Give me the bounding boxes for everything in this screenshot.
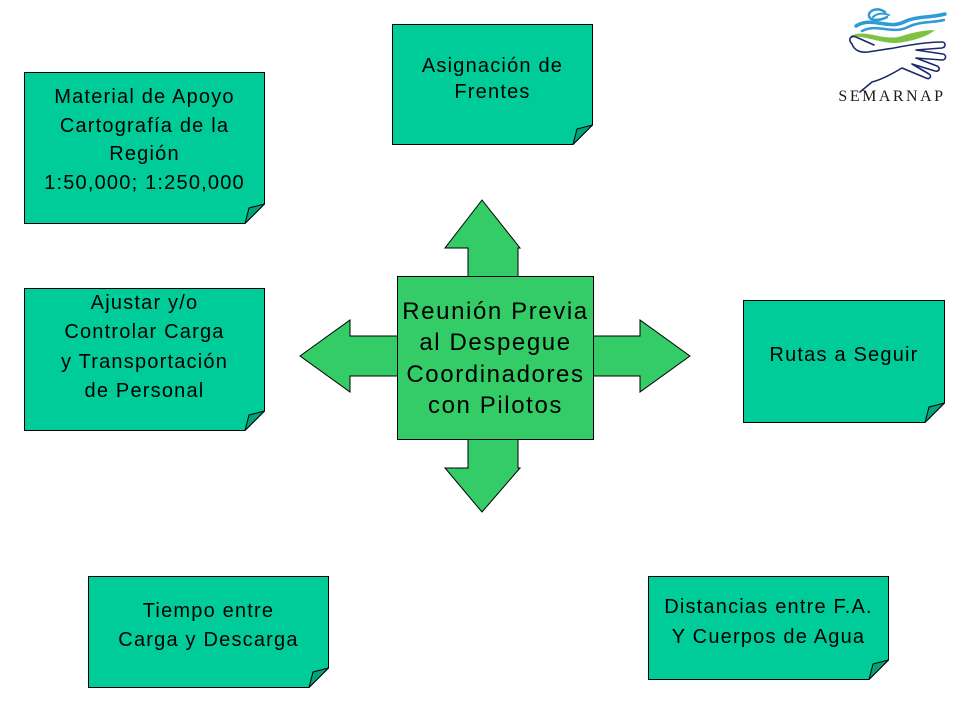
folded-corner bbox=[244, 410, 265, 431]
note-line: Rutas a Seguir bbox=[769, 344, 919, 366]
note-rutas-a-seguir: Rutas a Seguir bbox=[743, 300, 945, 423]
note-line: Cartografía de la bbox=[59, 114, 230, 137]
center-line: con Pilotos bbox=[428, 391, 563, 419]
note-text: Tiempo entre Carga y Descarga bbox=[88, 597, 329, 655]
note-tiempo-carga-descarga: Tiempo entre Carga y Descarga bbox=[88, 576, 329, 688]
note-shape bbox=[88, 576, 329, 688]
up-arrow bbox=[443, 199, 522, 278]
note-line: Carga y Descarga bbox=[118, 629, 299, 651]
note-line: Y Cuerpos de Agua bbox=[671, 626, 866, 648]
note-line: Material de Apoyo bbox=[54, 86, 235, 108]
note-distancias-cuerpos-agua: Distancias entre F.A. Y Cuerpos de Agua bbox=[648, 576, 889, 680]
note-text: Material de Apoyo Cartografía de la Regi… bbox=[24, 83, 265, 197]
note-line: Región bbox=[109, 143, 180, 165]
center-line: Coordinadores bbox=[406, 360, 585, 388]
note-line: Distancias entre F.A. bbox=[664, 596, 873, 618]
note-shape bbox=[24, 288, 265, 431]
folded-corner bbox=[868, 659, 889, 680]
center-box bbox=[397, 276, 594, 440]
note-text: Rutas a Seguir bbox=[743, 341, 945, 369]
note-line: 1:50,000; 1:250,000 bbox=[44, 171, 245, 194]
note-text: Asignación de Frentes bbox=[392, 53, 593, 105]
note-shape bbox=[24, 72, 265, 224]
note-line: y Transportación bbox=[60, 350, 229, 373]
note-material-de-apoyo: Material de Apoyo Cartografía de la Regi… bbox=[24, 72, 265, 224]
note-shape bbox=[392, 24, 593, 145]
semarnap-logo: SEMARNAP bbox=[838, 8, 947, 105]
folded-corner bbox=[572, 124, 593, 145]
note-line: de Personal bbox=[84, 379, 205, 402]
center-line: Reunión Previa bbox=[402, 298, 589, 325]
folded-corner bbox=[924, 402, 945, 423]
note-line: Tiempo entre bbox=[142, 600, 275, 622]
logo-wordmark: SEMARNAP bbox=[838, 88, 945, 105]
note-line: Asignación de bbox=[421, 55, 564, 77]
folded-corner bbox=[308, 667, 329, 688]
note-ajustar-carga: Ajustar y/o Controlar Carga y Transporta… bbox=[24, 288, 265, 431]
note-asignacion-de-frentes: Asignación de Frentes bbox=[392, 24, 593, 145]
center-line: al Despegue bbox=[419, 329, 572, 357]
folded-corner bbox=[244, 203, 265, 224]
right-arrow bbox=[592, 319, 691, 393]
note-line: Controlar Carga bbox=[64, 321, 225, 344]
center-label: Reunión Previa al Despegue Coordinadores… bbox=[387, 296, 604, 421]
note-shape bbox=[648, 576, 889, 680]
logo-waves-icon bbox=[854, 8, 947, 33]
left-arrow bbox=[299, 319, 399, 393]
note-line: Ajustar y/o bbox=[90, 292, 199, 314]
note-text: Distancias entre F.A. Y Cuerpos de Agua bbox=[648, 592, 889, 652]
note-text: Ajustar y/o Controlar Carga y Transporta… bbox=[24, 289, 265, 406]
down-arrow bbox=[443, 438, 522, 513]
logo-swoosh-icon bbox=[850, 30, 935, 43]
logo-hand-icon bbox=[849, 35, 947, 93]
note-line: Frentes bbox=[454, 81, 531, 103]
note-shape bbox=[743, 300, 945, 423]
